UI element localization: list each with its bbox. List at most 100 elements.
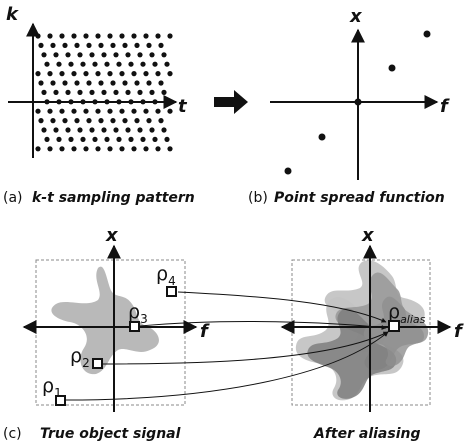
sample-dot [59, 146, 65, 152]
sample-dot [146, 118, 152, 124]
sample-dot [119, 33, 125, 39]
sample-dot [77, 52, 83, 58]
panel-a-t-label: t [178, 96, 188, 117]
sample-dot [143, 146, 149, 152]
sample-dot [155, 146, 161, 152]
transform-arrow [214, 90, 248, 114]
sample-dot [119, 71, 125, 77]
sample-dot [122, 118, 128, 124]
sample-dot [146, 80, 152, 86]
sampling-dots [35, 33, 173, 152]
sample-dot [89, 127, 95, 133]
sample-dot [131, 108, 137, 114]
sample-dot [86, 80, 92, 86]
sample-dot [80, 99, 86, 105]
sample-dot [92, 61, 98, 67]
sample-dot [158, 80, 164, 86]
sample-dot [71, 146, 77, 152]
sample-dot [134, 42, 140, 49]
sample-dot [50, 42, 56, 49]
sample-dot [47, 33, 53, 39]
sample-dot [125, 52, 131, 58]
alias-replica [307, 308, 397, 399]
sample-dot [131, 71, 137, 77]
sample-dot [161, 89, 167, 95]
sample-dot [167, 108, 173, 114]
panel-b: x f [270, 6, 450, 180]
sample-dot [116, 99, 122, 105]
panel-b-f-label: f [440, 96, 450, 117]
sample-dot [92, 99, 98, 105]
sample-dot [107, 108, 113, 114]
panel-c-left-x-label: x [105, 225, 119, 246]
sample-dot [38, 80, 44, 86]
panel-c-tag: (c) [3, 426, 22, 442]
sample-dot [128, 99, 134, 105]
alias-arrow-3 [139, 321, 387, 331]
sample-dot [50, 118, 56, 124]
sample-dot [101, 89, 107, 95]
panel-a: k t [6, 4, 188, 158]
sample-dot [113, 52, 119, 58]
sample-dot [83, 33, 89, 39]
panel-b-caption: Point spread function [274, 190, 445, 206]
sample-dot [164, 136, 170, 142]
sample-dot [47, 108, 53, 114]
sample-dot [35, 71, 41, 77]
sample-dot [158, 42, 164, 49]
sample-dot [65, 89, 71, 95]
sample-dot [110, 80, 116, 86]
sample-dot [59, 108, 65, 114]
sample-dot [62, 118, 68, 124]
sample-dot [89, 89, 95, 95]
sample-dot [41, 89, 47, 95]
sample-dot [53, 52, 59, 58]
alias-arrow-1 [65, 331, 389, 401]
panel-c-left-caption: True object signal [40, 426, 181, 442]
sample-dot [134, 80, 140, 86]
sample-dot [95, 108, 101, 114]
sample-dot [104, 99, 110, 105]
sample-dot [65, 52, 71, 58]
sample-dot [47, 146, 53, 152]
sample-dot [128, 136, 134, 142]
sample-dot [140, 99, 146, 105]
point-rho2-marker [92, 358, 103, 369]
sample-dot [80, 136, 86, 142]
sample-dot [161, 52, 167, 58]
sample-dot [98, 80, 104, 86]
sample-dot [167, 33, 173, 39]
sample-dot [38, 118, 44, 124]
point-rho4-label: ρ4 [156, 263, 176, 288]
sample-dot [104, 61, 110, 67]
sample-dot [155, 33, 161, 39]
panel-a-caption: k-t sampling pattern [32, 190, 195, 206]
sample-dot [161, 127, 167, 133]
panel-c-left-f-label: f [200, 321, 210, 342]
point-rho2-label: ρ2 [70, 345, 90, 370]
sample-dot [74, 42, 80, 49]
point-rho3-marker [129, 321, 140, 332]
sample-dot [164, 61, 170, 67]
sample-dot [41, 52, 47, 58]
sample-dot [56, 61, 62, 67]
sample-dot [62, 42, 68, 49]
panel-c-right-f-label: f [454, 321, 464, 342]
sample-dot [95, 146, 101, 152]
sample-dot [68, 99, 74, 105]
sample-dot [53, 127, 59, 133]
panel-a-k-label: k [6, 4, 19, 25]
sample-dot [128, 61, 134, 67]
sample-dot [149, 127, 155, 133]
sample-dot [47, 71, 53, 77]
point-rho1-marker [55, 395, 66, 406]
sample-dot [152, 136, 158, 142]
sample-dot [155, 71, 161, 77]
sample-dot [77, 127, 83, 133]
sample-dot [56, 99, 62, 105]
sample-dot [143, 71, 149, 77]
sample-dot [95, 33, 101, 39]
psf-point [318, 133, 326, 141]
sample-dot [86, 118, 92, 124]
